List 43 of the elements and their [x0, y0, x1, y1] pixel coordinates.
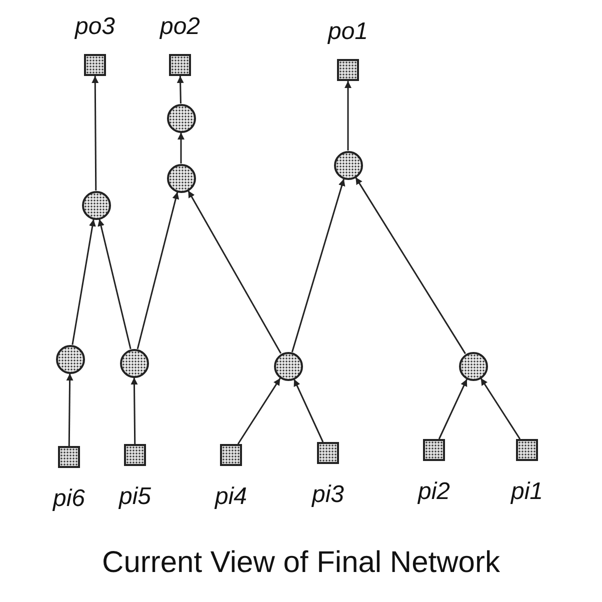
terminal-label: pi5: [118, 484, 152, 510]
arrow: [237, 378, 281, 444]
gate-circle: [56, 344, 84, 374]
arrow: [293, 378, 324, 442]
caption: Current View of Final Network: [101, 546, 501, 580]
arrow: [178, 132, 184, 164]
terminal-label: pi1: [510, 479, 544, 505]
arrow: [355, 176, 466, 354]
gate-circle: [334, 150, 362, 180]
arrow: [130, 378, 138, 444]
arrow: [480, 378, 521, 440]
terminal-label: po3: [74, 14, 116, 40]
terminal-square: [516, 439, 538, 461]
arrow: [291, 178, 346, 352]
terminal-square: [220, 444, 242, 466]
terminal-square: [58, 446, 80, 468]
arrow: [176, 76, 184, 104]
terminal-square: [317, 442, 339, 464]
arrow: [72, 219, 96, 345]
terminal-square: [84, 54, 106, 76]
gate-circle: [82, 190, 110, 220]
arrow: [438, 378, 468, 440]
gate-circle: [458, 352, 488, 380]
terminal-label: pi2: [418, 479, 450, 505]
terminal-square: [337, 59, 359, 81]
arrow: [344, 81, 352, 150]
gate-circle: [166, 104, 196, 132]
gate-circle: [274, 352, 302, 380]
arrow: [98, 218, 132, 350]
terminal-square: [423, 439, 445, 461]
terminal-label: po1: [328, 19, 368, 45]
gate-circle: [166, 164, 196, 192]
terminal-label: pi3: [312, 482, 344, 508]
terminal-label: po2: [160, 14, 200, 40]
gate-circle: [120, 348, 148, 378]
arrow: [188, 190, 282, 354]
arrow: [136, 192, 180, 350]
arrow: [66, 374, 74, 446]
terminal-square: [124, 444, 146, 466]
arrow: [92, 76, 99, 190]
terminal-label: pi6: [52, 486, 86, 512]
terminal-label: pi4: [214, 484, 248, 510]
terminal-square: [169, 54, 191, 76]
